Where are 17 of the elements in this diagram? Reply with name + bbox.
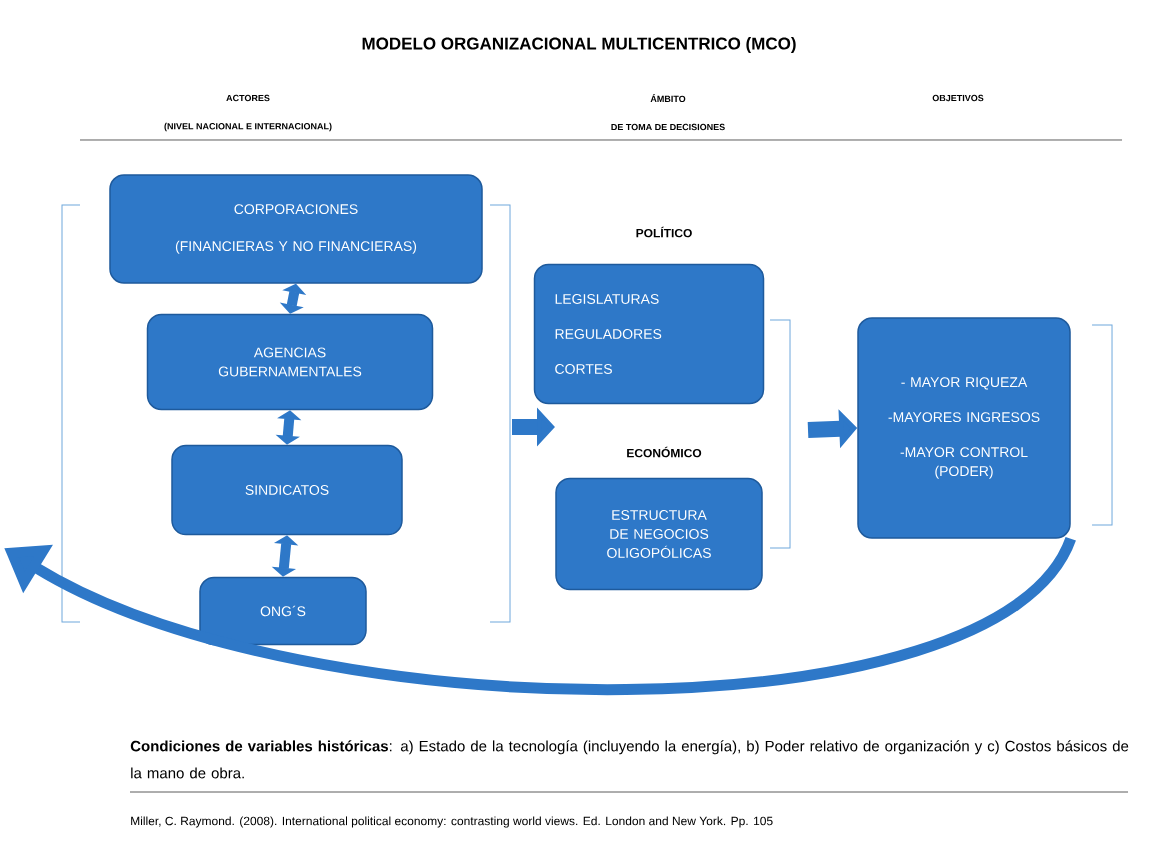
process-box: AGENCIAS GUBERNAMENTALES bbox=[146, 313, 434, 411]
process-box: ONG´S bbox=[199, 576, 367, 646]
citation: Miller, C. Raymond. (2008). International political economy: contrasting world views. Ed. London and New York. Pp. 105 bbox=[131, 816, 773, 828]
process-box: CORPORACIONES (FINANCIERAS Y NO FINANCIERAS) bbox=[109, 174, 483, 284]
section-heading: POLÍTICO bbox=[636, 226, 692, 238]
note-text: Condiciones de variables históricas: a) Estado de la tecnología (incluyendo la energía), b) Poder relativo de organización y c) Costos básicos de la mano de obra. bbox=[130, 740, 1129, 779]
column-heading: ÁMBITO bbox=[650, 93, 686, 103]
column-heading: DE TOMA DE DECISIONES bbox=[611, 123, 725, 131]
process-box: - MAYOR RIQUEZA -MAYORES INGRESOS -MAYOR CONTROL (PODER) bbox=[857, 317, 1071, 539]
column-heading: OBJETIVOS bbox=[932, 94, 984, 102]
column-heading: (NIVEL NACIONAL E INTERNACIONAL) bbox=[164, 122, 332, 132]
column-heading: ACTORES bbox=[226, 94, 270, 102]
process-box: ESTRUCTURA DE NEGOCIOS OLIGOPÓLICAS bbox=[555, 477, 763, 591]
title: MODELO ORGANIZACIONAL MULTICENTRICO (MCO) bbox=[362, 37, 796, 53]
process-box: LEGISLATURAS REGULADORES CORTES bbox=[533, 263, 765, 405]
process-box: SINDICATOS bbox=[171, 444, 403, 536]
section-heading: ECONÓMICO bbox=[627, 446, 702, 458]
